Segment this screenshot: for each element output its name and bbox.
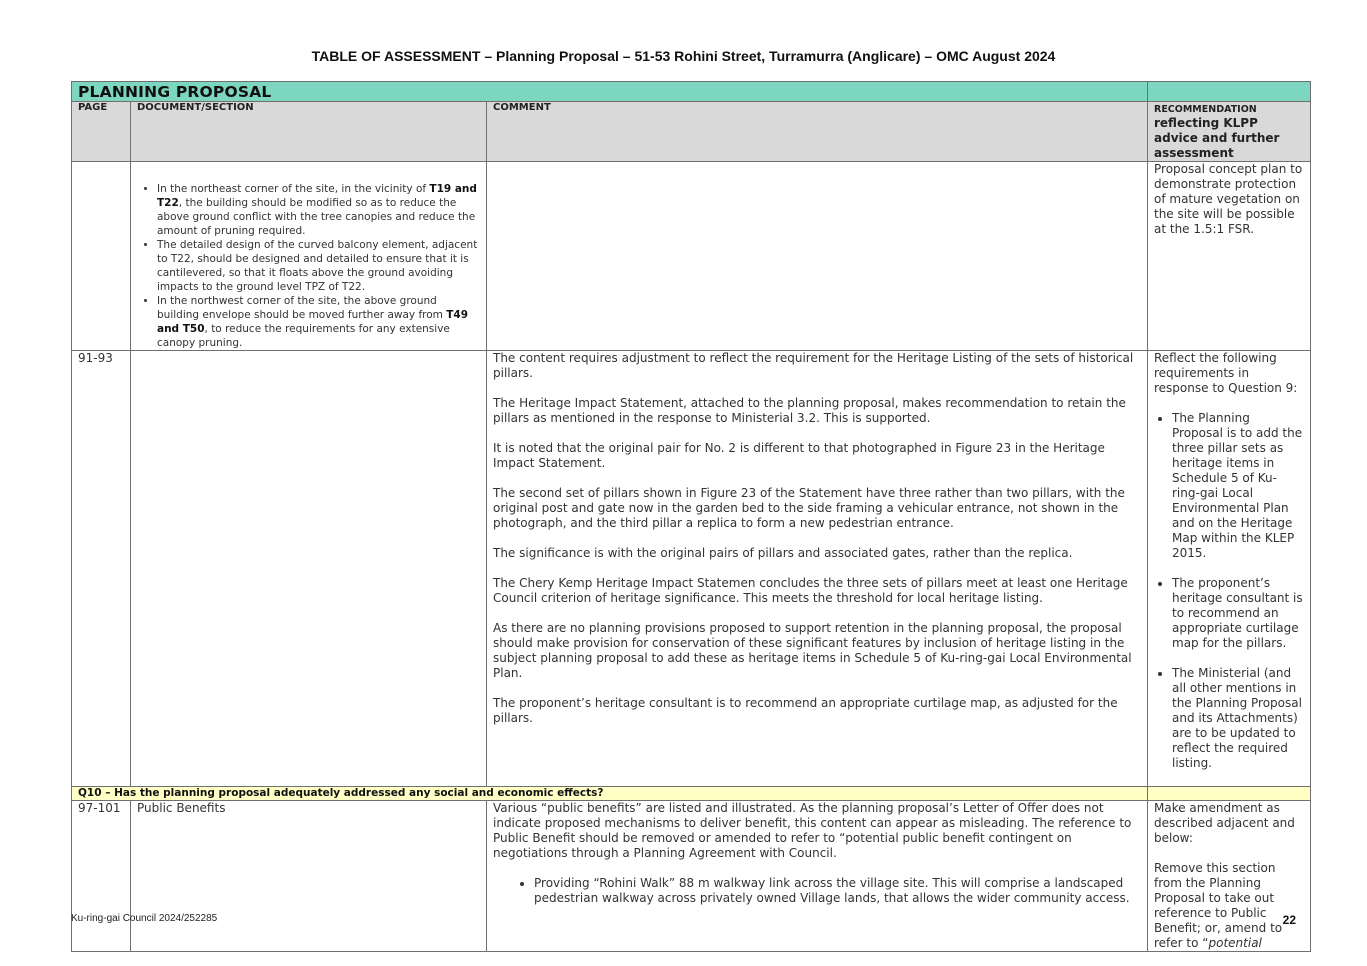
table-row: 97-101 Public Benefits Various “public b… — [71, 800, 1311, 952]
row3-document: Public Benefits — [130, 800, 487, 952]
row2-comment: The content requires adjustment to refle… — [486, 350, 1148, 787]
row2-recommendation: Reflect the following requirements in re… — [1147, 350, 1311, 787]
row1-comment — [486, 161, 1148, 351]
comment-paragraph: The proponent’s heritage consultant is t… — [493, 696, 1118, 725]
row2-page: 91-93 — [71, 350, 131, 787]
row1-recommendation: Proposal concept plan to demonstrate pro… — [1147, 161, 1311, 351]
section-banner-end — [1147, 81, 1311, 102]
comment-paragraph: The significance is with the original pa… — [493, 546, 1073, 560]
tree-bullet: In the northeast corner of the site, in … — [157, 182, 480, 238]
tree-bullet: In the northwest corner of the site, the… — [157, 294, 480, 350]
tree-bullet: The detailed design of the curved balcon… — [157, 238, 480, 294]
rec-bullet: The proponent’s heritage consultant is t… — [1172, 576, 1304, 651]
question-q10-end — [1147, 786, 1311, 801]
rec-intro: Reflect the following requirements in re… — [1154, 351, 1298, 396]
row1-document: In the northeast corner of the site, in … — [130, 161, 487, 351]
row3-page: 97-101 — [71, 800, 131, 952]
col-header-page: PAGE — [71, 101, 131, 162]
comment-paragraph: Various “public benefits” are listed and… — [493, 801, 1132, 861]
table-row: In the northeast corner of the site, in … — [71, 161, 1311, 351]
comment-paragraph: The second set of pillars shown in Figur… — [493, 486, 1125, 530]
comment-paragraph: The Chery Kemp Heritage Impact Statemen … — [493, 576, 1128, 605]
rec-header-small: RECOMMENDATION — [1154, 104, 1257, 115]
comment-bullet: Providing “Rohini Walk” 88 m walkway lin… — [534, 876, 1141, 906]
table-header-row: PAGE DOCUMENT/SECTION COMMENT RECOMMENDA… — [71, 101, 1311, 162]
row3-recommendation: Make amendment as described adjacent and… — [1147, 800, 1311, 952]
row3-comment: Various “public benefits” are listed and… — [486, 800, 1148, 952]
page-number: 22 — [1282, 913, 1296, 927]
row2-document — [130, 350, 487, 787]
rec-bullet: The Planning Proposal is to add the thre… — [1172, 411, 1304, 561]
table-row: 91-93 The content requires adjustment to… — [71, 350, 1311, 787]
rec-header-big: reflecting KLPP advice and further asses… — [1154, 116, 1280, 160]
comment-paragraph: The content requires adjustment to refle… — [493, 351, 1134, 381]
rec-paragraph: Make amendment as described adjacent and… — [1154, 801, 1295, 846]
section-banner: PLANNING PROPOSAL — [71, 81, 1148, 102]
rec-paragraph: Remove this section from the Planning Pr… — [1154, 861, 1283, 950]
document-title: TABLE OF ASSESSMENT – Planning Proposal … — [311, 48, 1056, 64]
col-header-comment: COMMENT — [486, 101, 1148, 162]
comment-bullets: Providing “Rohini Walk” 88 m walkway lin… — [493, 876, 1141, 906]
comment-paragraph: It is noted that the original pair for N… — [493, 441, 1105, 470]
row1-page — [71, 161, 131, 351]
col-header-recommendation: RECOMMENDATION reflecting KLPP advice an… — [1147, 101, 1311, 162]
rec-bullets: The Planning Proposal is to add the thre… — [1154, 411, 1304, 771]
rec-bullet: The Ministerial (and all other mentions … — [1172, 666, 1304, 771]
question-row: Q10 – Has the planning proposal adequate… — [71, 786, 1311, 801]
footer-doc-ref: Ku-ring-gai Council 2024/252285 — [71, 913, 218, 924]
assessment-table: PLANNING PROPOSAL PAGE DOCUMENT/SECTION … — [71, 81, 1311, 952]
section-banner-row: PLANNING PROPOSAL — [71, 81, 1311, 102]
tree-bullets: In the northeast corner of the site, in … — [137, 182, 480, 350]
col-header-document: DOCUMENT/SECTION — [130, 101, 487, 162]
comment-paragraph: As there are no planning provisions prop… — [493, 621, 1132, 680]
question-q10: Q10 – Has the planning proposal adequate… — [71, 786, 1148, 801]
comment-paragraph: The Heritage Impact Statement, attached … — [493, 396, 1126, 425]
